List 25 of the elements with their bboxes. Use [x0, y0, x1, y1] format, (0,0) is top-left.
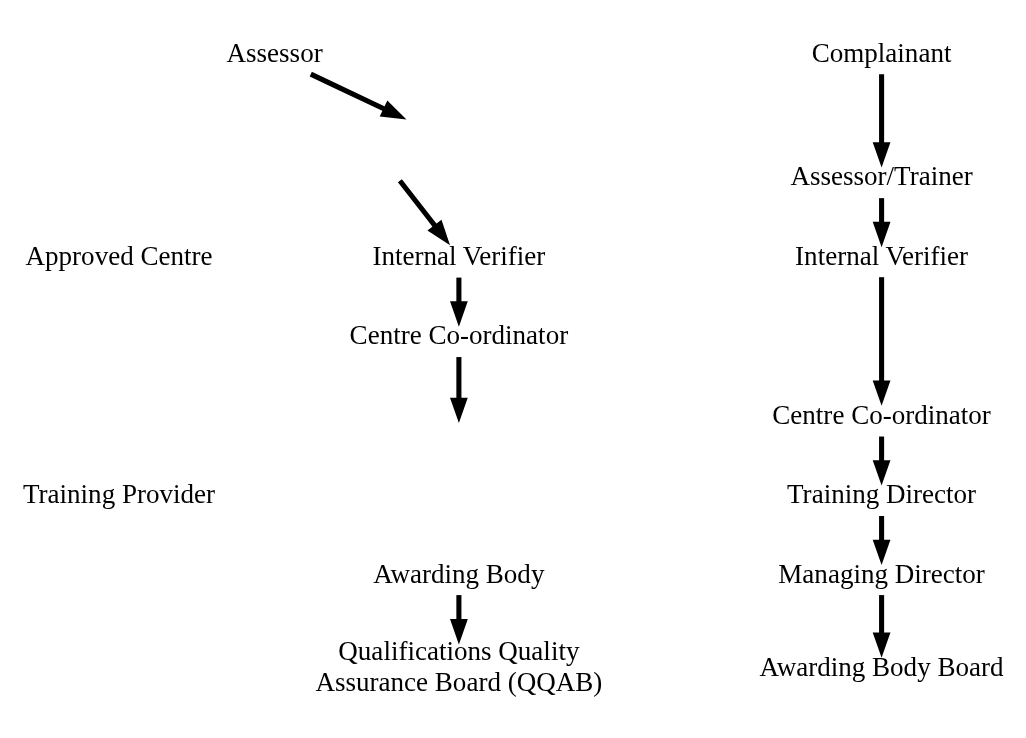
arrow	[450, 357, 468, 424]
node-text: Centre Co-ordinator	[772, 399, 991, 430]
arrow	[397, 179, 451, 246]
arrow	[872, 595, 891, 658]
node-text: Centre Co-ordinator	[349, 320, 569, 351]
node-text: Qualifications Quality Assurance Board (QQAB)	[315, 636, 603, 697]
node-text: Internal Verifier	[795, 240, 969, 271]
node-text: Assessor/Trainer	[790, 161, 973, 192]
node-text: Assessor	[226, 37, 323, 68]
node-text: Complainant	[811, 37, 952, 68]
arrow	[872, 436, 891, 486]
arrow	[309, 71, 407, 120]
arrow	[872, 74, 891, 168]
node-text: Managing Director	[778, 558, 985, 589]
node-text: Training Director	[787, 479, 977, 510]
node-text: Awarding Body	[373, 558, 545, 589]
arrow	[872, 516, 891, 566]
label: Approved Centre	[25, 240, 213, 271]
arrow	[450, 277, 468, 327]
node-text: Awarding Body Board	[759, 651, 1004, 682]
arrow	[450, 595, 468, 645]
arrow	[872, 277, 891, 406]
arrow	[872, 198, 891, 248]
node-text: Internal Verifier	[372, 240, 546, 271]
label: Training Provider	[23, 479, 216, 510]
